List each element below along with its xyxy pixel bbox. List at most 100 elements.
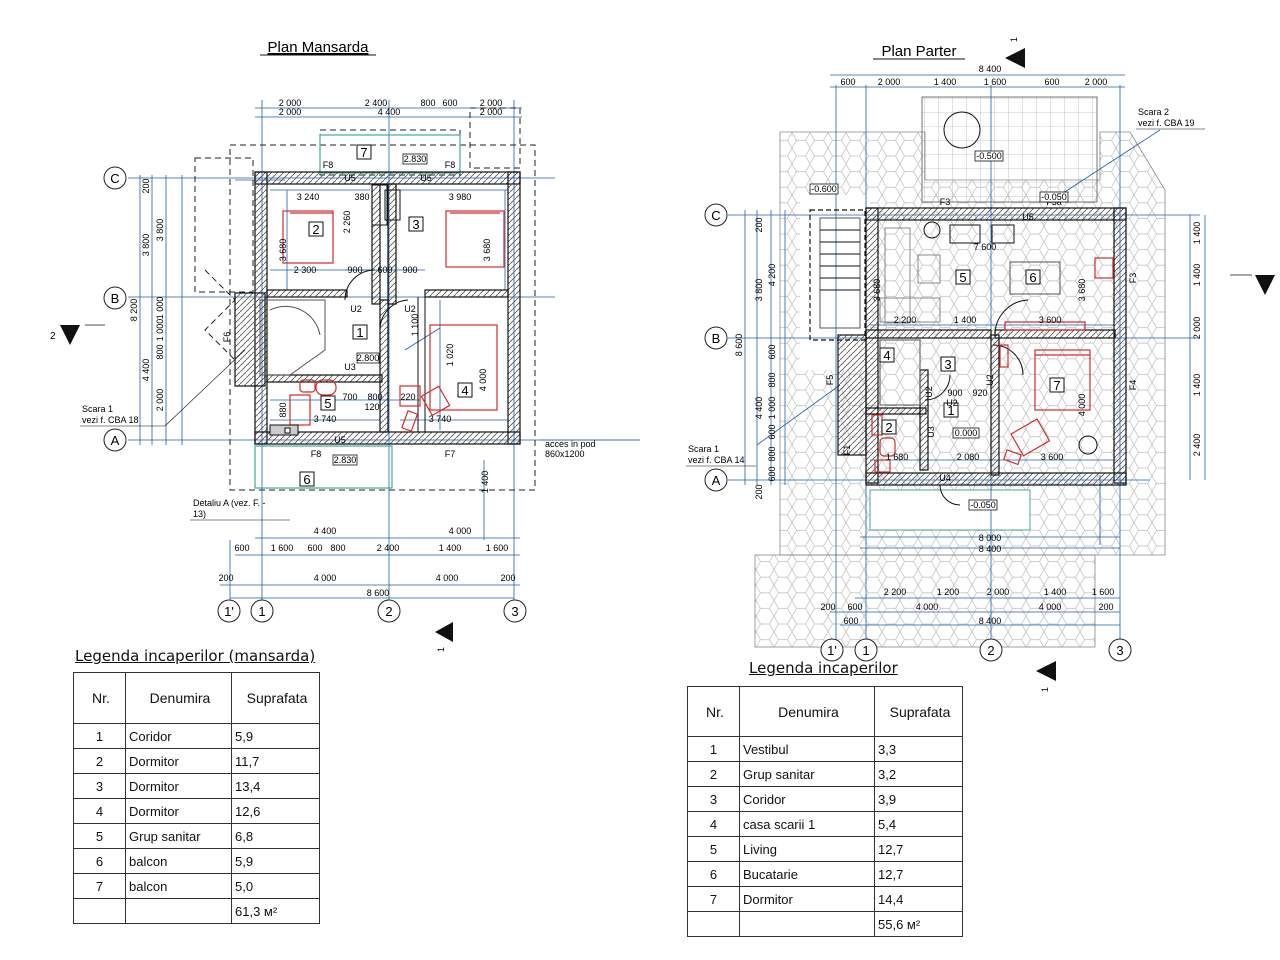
svg-text:600: 600 [1044, 77, 1059, 87]
parter-section-markers: 1 1 [1005, 37, 1275, 692]
parter-room-2: 2 [885, 420, 892, 435]
svg-text:3: 3 [1116, 643, 1123, 658]
parter-interior [819, 111, 1098, 506]
mansarda-room-1: 1 [356, 325, 363, 340]
svg-text:1 600: 1 600 [271, 543, 294, 553]
svg-text:2 000: 2 000 [878, 77, 901, 87]
svg-text:600: 600 [767, 344, 777, 359]
svg-text:U2: U2 [924, 386, 934, 398]
parter-room-numbers: 1 2 3 4 5 6 7 [879, 269, 1065, 435]
svg-text:acces in pod: acces in pod [545, 439, 596, 449]
svg-text:8 600: 8 600 [367, 588, 390, 598]
parter-room-4: 4 [883, 348, 890, 363]
svg-text:F5: F5 [825, 375, 835, 386]
svg-text:900: 900 [347, 265, 362, 275]
svg-text:4 000: 4 000 [1039, 602, 1062, 612]
svg-text:2 000: 2 000 [279, 107, 302, 117]
legend-mansarda-header-nr: Nr. [73, 672, 126, 724]
mansarda-dims-left: 200 3 800 3 800 8 200 1 000 800 4 400 2 … [129, 178, 165, 411]
mansarda-axis-bubbles: C B A 1' 1 2 3 [103, 166, 527, 623]
svg-text:1 680: 1 680 [886, 452, 909, 462]
svg-text:-0.600: -0.600 [811, 184, 837, 194]
svg-text:3 600: 3 600 [1039, 315, 1062, 325]
mansarda-labels: F8 F8 U5 U5 U2 U2 U3 U5 F8 F7 F6 2.830 2… [222, 153, 492, 493]
svg-text:900: 900 [402, 265, 417, 275]
table-total-row: 55,6 м² [687, 911, 963, 937]
parter-room-1: 1 [947, 403, 954, 418]
parter-dims-bottom: 8 000 8 400 2 200 1 200 2 000 1 400 1 60… [820, 533, 1114, 626]
balcony-6-outline [254, 445, 393, 489]
mansarda-room-7: 7 [360, 145, 367, 160]
svg-text:1: 1 [436, 647, 446, 652]
svg-text:3 680: 3 680 [278, 239, 288, 262]
svg-text:2 400: 2 400 [365, 98, 388, 108]
svg-text:-0.500: -0.500 [976, 151, 1002, 161]
svg-text:2.800: 2.800 [357, 353, 380, 363]
svg-text:2 000: 2 000 [1085, 77, 1108, 87]
svg-text:2 000: 2 000 [279, 98, 302, 108]
parter-title: Plan Parter [881, 43, 956, 60]
svg-text:1 000: 1 000 [155, 319, 165, 342]
svg-text:2 300: 2 300 [294, 265, 317, 275]
svg-text:600: 600 [767, 424, 777, 439]
svg-text:1 000: 1 000 [155, 297, 165, 320]
svg-text:-0.050: -0.050 [970, 500, 996, 510]
svg-text:3 680: 3 680 [1077, 279, 1087, 302]
svg-text:800: 800 [767, 372, 777, 387]
svg-text:800: 800 [367, 392, 382, 402]
svg-text:U5: U5 [420, 173, 432, 183]
svg-text:4 000: 4 000 [478, 369, 488, 392]
legend-mansarda-total: 61,3 м² [231, 898, 320, 924]
svg-text:2 200: 2 200 [894, 315, 917, 325]
svg-text:8 000: 8 000 [979, 533, 1002, 543]
mansarda-room-numbers: 2 3 1 4 5 6 7 [299, 144, 473, 487]
svg-text:1 400: 1 400 [1192, 222, 1202, 245]
svg-text:2 080: 2 080 [957, 452, 980, 462]
parter-furniture [871, 257, 1114, 473]
svg-text:4 200: 4 200 [767, 264, 777, 287]
svg-text:2 000: 2 000 [480, 107, 503, 117]
svg-text:F8: F8 [311, 449, 322, 459]
svg-text:200: 200 [1098, 602, 1113, 612]
mansarda-partitions [259, 184, 426, 432]
svg-text:U5: U5 [334, 435, 346, 445]
svg-text:U2: U2 [350, 304, 362, 314]
svg-text:3 680: 3 680 [872, 279, 882, 302]
svg-text:2: 2 [987, 643, 994, 658]
mansarda-room-3: 3 [412, 217, 419, 232]
mansarda-section-markers: 2 1 [50, 324, 453, 652]
legend-parter-header-nr: Nr. [687, 686, 740, 737]
svg-text:2 000: 2 000 [987, 587, 1010, 597]
legend-mansarda-title: Legenda incaperilor (mansarda) [75, 647, 316, 665]
svg-text:F1: F1 [842, 445, 852, 456]
svg-text:1 400: 1 400 [439, 543, 462, 553]
svg-text:3 240: 3 240 [297, 192, 320, 202]
svg-text:1: 1 [1040, 687, 1050, 692]
svg-text:8 600: 8 600 [734, 334, 744, 357]
svg-text:Scara 2: Scara 2 [1138, 107, 1169, 117]
svg-text:0.000: 0.000 [955, 428, 978, 438]
svg-text:600: 600 [307, 543, 322, 553]
svg-text:2 000: 2 000 [1192, 317, 1202, 340]
parter-walls [809, 207, 1127, 486]
svg-text:1 200: 1 200 [937, 587, 960, 597]
legend-mansarda-header-denumira: Denumira [125, 672, 232, 724]
svg-text:200: 200 [754, 217, 764, 232]
parter-axis-bubbles: C B A 1' 1 2 3 [704, 203, 1132, 662]
svg-text:B: B [712, 331, 721, 346]
svg-text:3 600: 3 600 [1041, 452, 1064, 462]
svg-text:600: 600 [847, 602, 862, 612]
svg-text:7 600: 7 600 [974, 242, 997, 252]
axis-b: B [111, 291, 120, 306]
parter-notes: Scara 1 vezi f. CBA 14 Scara 2 vezi f. C… [686, 107, 1205, 467]
svg-text:4 000: 4 000 [449, 526, 472, 536]
svg-text:800: 800 [155, 344, 165, 359]
svg-text:4 000: 4 000 [1077, 394, 1087, 417]
